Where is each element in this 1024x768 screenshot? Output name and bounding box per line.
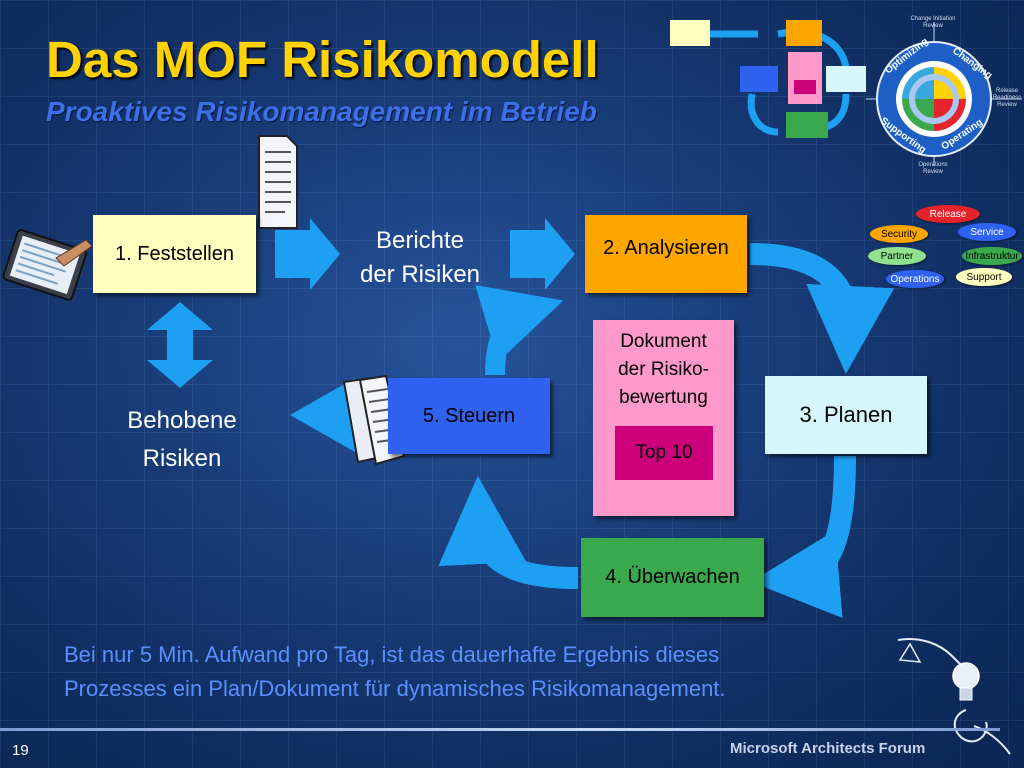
- release-readiness-review-label: Release Readiness Review: [992, 88, 1022, 108]
- scf-operations: Operations: [886, 270, 944, 288]
- top10-badge: Top 10: [615, 426, 713, 480]
- scf-service: Service: [958, 223, 1016, 241]
- scf-support: Support: [956, 268, 1012, 286]
- risk-model-thumbnail: [670, 20, 866, 138]
- mof-process-wheel: Optimizing Changing Operating Supporting: [866, 22, 1022, 166]
- summary-text: Bei nur 5 Min. Aufwand pro Tag, ist das …: [64, 638, 904, 706]
- resolved-risks-line-1: Behobene: [127, 407, 237, 434]
- step-analyze: 2. Analysieren: [585, 215, 747, 293]
- double-arrow-icon: [147, 302, 213, 388]
- slide-title: Das MOF Risikomodell: [46, 31, 599, 88]
- doc-line-3: bewertung: [619, 387, 708, 408]
- curved-arrow-icon: [751, 455, 856, 619]
- lightbulb-hand-icon: [897, 638, 1011, 755]
- scf-security: Security: [870, 225, 928, 243]
- step-identify: 1. Feststellen: [93, 215, 256, 293]
- risk-reports-line-1: Berichte: [375, 227, 465, 254]
- document-icon: [258, 135, 298, 229]
- doc-line-1: Dokument: [620, 331, 707, 352]
- scf-infrastructure: Infrastruktur: [962, 247, 1022, 265]
- slide-subtitle: Proaktives Risikomanagement im Betrieb: [46, 96, 597, 127]
- step-monitor: 4. Überwachen: [581, 538, 764, 617]
- change-initiation-review-label: Change Initiation Review: [910, 16, 956, 29]
- summary-line-1: Bei nur 5 Min. Aufwand pro Tag, ist das …: [64, 642, 720, 667]
- page-number: 19: [12, 742, 29, 759]
- doc-line-2: der Risiko-: [618, 359, 709, 380]
- step-control: 5. Steuern: [388, 378, 550, 454]
- arrow-right-icon: [275, 218, 340, 290]
- risk-reports-label: Berichte der Risiken: [330, 224, 510, 292]
- risk-assessment-document: Dokument der Risiko- bewertung Top 10: [593, 320, 734, 516]
- scf-partner: Partner: [868, 247, 926, 265]
- resolved-risks-label: Behobene Risiken: [92, 402, 272, 478]
- risk-reports-line-2: der Risiken: [359, 261, 481, 288]
- footer-rule: [0, 728, 1000, 731]
- footer-brand: Microsoft Architects Forum: [730, 740, 926, 757]
- step-plan: 3. Planen: [765, 376, 927, 454]
- operations-review-label: Operations Review: [918, 162, 948, 175]
- scf-cluster: Release Security Service Partner Infrast…: [864, 200, 1024, 296]
- resolved-risks-line-2: Risiken: [142, 445, 222, 472]
- scf-release: Release: [916, 205, 980, 223]
- tablet-pen-icon: [2, 229, 93, 301]
- summary-line-2: Prozesses ein Plan/Dokument für dynamisc…: [64, 676, 726, 701]
- curved-arrow-icon: [749, 243, 895, 374]
- curved-arrow-icon: [438, 476, 579, 589]
- arrow-right-icon: [510, 218, 575, 290]
- curved-arrow-icon: [475, 285, 564, 376]
